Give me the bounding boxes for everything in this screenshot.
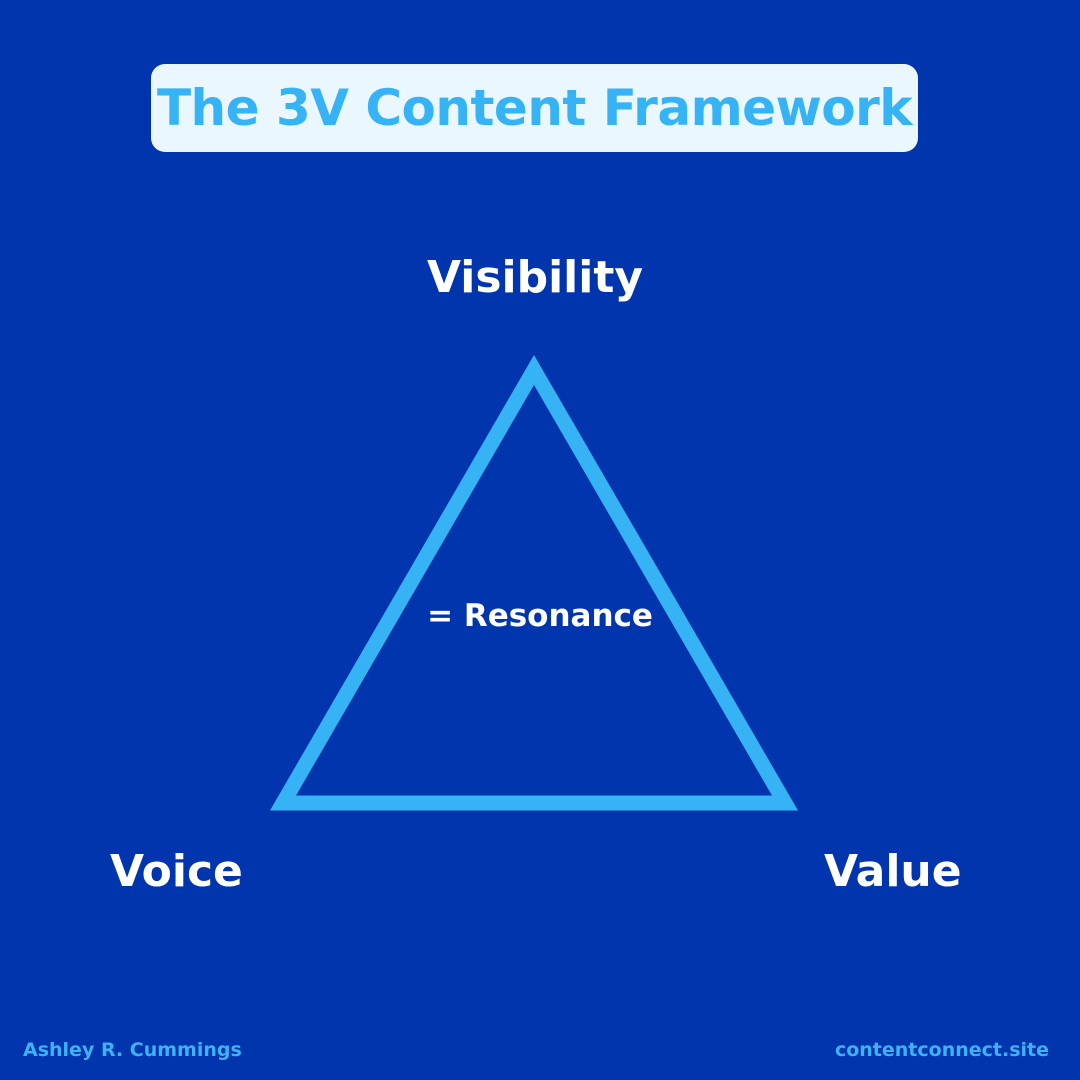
value-label: Value bbox=[824, 846, 962, 897]
website-credit: contentconnect.site bbox=[834, 1039, 1049, 1061]
framework-triangle bbox=[269, 355, 799, 811]
visibility-label: Visibility bbox=[426, 252, 644, 303]
page-title: The 3V Content Framework bbox=[156, 79, 913, 137]
voice-label: Voice bbox=[110, 846, 243, 897]
author-credit: Ashley R. Cummings bbox=[23, 1039, 242, 1061]
resonance-label: = Resonance bbox=[427, 598, 653, 634]
title-banner: The 3V Content Framework bbox=[151, 64, 918, 152]
